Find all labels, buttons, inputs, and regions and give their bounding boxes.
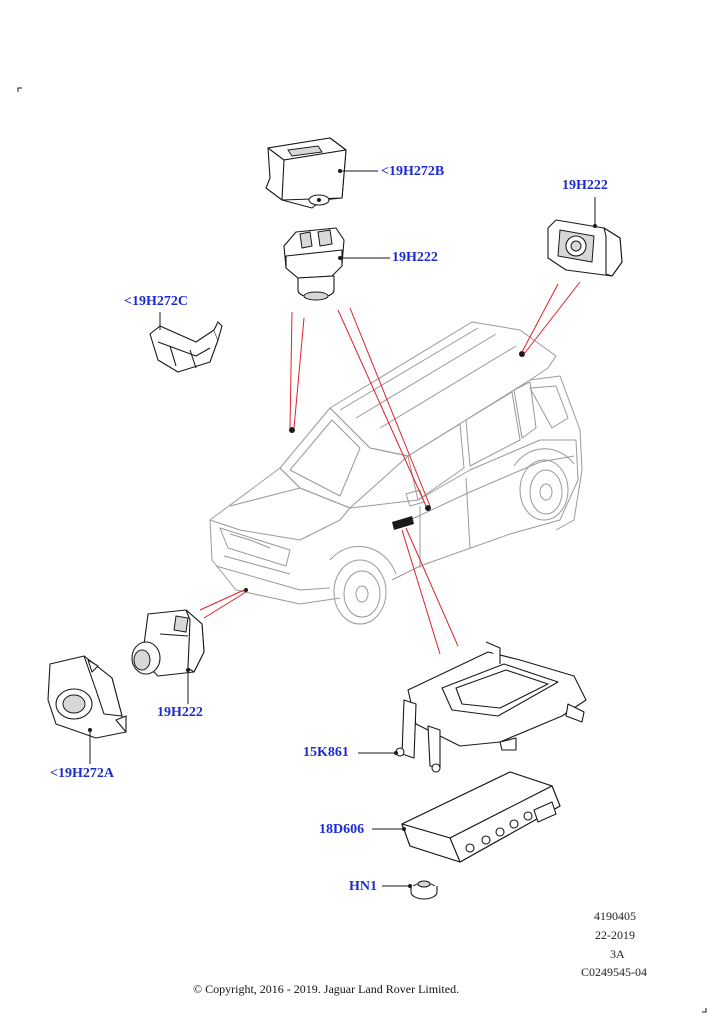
camera-19H222-top[interactable] [283,227,345,301]
diagram-code: 4190405 [594,909,636,923]
control-module-18D606[interactable] [401,771,561,863]
label-19H272B[interactable]: <19H272B [381,164,445,179]
camera-bezel-19H272A[interactable] [47,655,127,739]
label-HN1[interactable]: HN1 [349,879,377,894]
label-19H222-left[interactable]: 19H222 [157,705,203,720]
diagram-date: 22-2019 [595,928,635,942]
label-18D606[interactable]: 18D606 [319,822,365,837]
label-19H272A[interactable]: <19H272A [50,766,114,781]
vehicle-outline [209,321,583,625]
diagram-reference: C0249545-04 [581,965,647,979]
camera-19H222-right[interactable] [547,219,623,277]
label-19H222-right[interactable]: 19H222 [562,178,608,193]
copyright-text: © Copyright, 2016 - 2019. Jaguar Land Ro… [193,982,460,996]
label-19H272C[interactable]: <19H272C [124,294,188,309]
bracket-19H272C[interactable] [149,321,223,373]
camera-cover-19H272B[interactable] [265,137,347,209]
module-bracket-15K861[interactable] [395,641,587,773]
callout-lines [199,281,581,655]
label-15K861[interactable]: 15K861 [303,745,349,760]
camera-19H222-left[interactable] [131,609,205,677]
nut-HN1[interactable] [410,880,438,900]
label-19H222-top[interactable]: 19H222 [392,250,438,265]
diagram-revision: 3A [610,947,625,961]
